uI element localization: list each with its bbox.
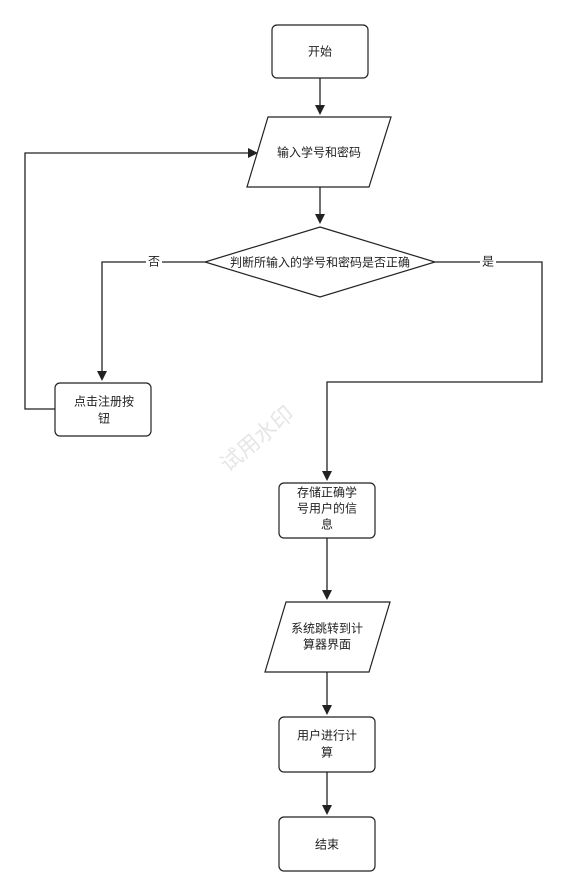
decision-node-label: 判断所输入的学号和密码是否正确 bbox=[230, 255, 410, 270]
edge-decision-no-to-register bbox=[97, 261, 205, 381]
store-node-label-line2: 号用户的信 bbox=[297, 501, 357, 516]
edge-label-no: 否 bbox=[148, 255, 160, 269]
store-node-label-line3: 息 bbox=[321, 517, 333, 532]
start-node bbox=[271, 24, 369, 79]
redirect-node-label-line1: 系统跳转到计 bbox=[291, 621, 363, 636]
edge-decision-yes-to-store bbox=[322, 261, 543, 481]
compute-node-label-line2: 算 bbox=[321, 745, 333, 760]
edge-register-back-to-input bbox=[24, 148, 258, 410]
compute-node-label-line1: 用户进行计 bbox=[297, 728, 357, 743]
input-node bbox=[246, 116, 392, 188]
redirect-node-label-line2: 算器界面 bbox=[303, 637, 351, 652]
start-node-label: 开始 bbox=[308, 45, 332, 59]
register-node-label-line1: 点击注册按 bbox=[74, 394, 134, 409]
end-node-label: 结束 bbox=[315, 838, 339, 852]
redirect-node bbox=[264, 601, 391, 673]
store-node-label-line1: 存储正确学 bbox=[297, 485, 357, 500]
register-node bbox=[54, 382, 152, 437]
edge-label-yes: 是 bbox=[482, 255, 494, 269]
register-node-label-line2: 钮 bbox=[98, 411, 110, 426]
input-node-label: 输入学号和密码 bbox=[277, 145, 361, 160]
store-node bbox=[278, 482, 376, 539]
watermark-text: 试用水印 bbox=[216, 402, 299, 478]
compute-node bbox=[278, 716, 376, 773]
decision-node bbox=[202, 226, 438, 298]
end-node bbox=[278, 816, 376, 872]
